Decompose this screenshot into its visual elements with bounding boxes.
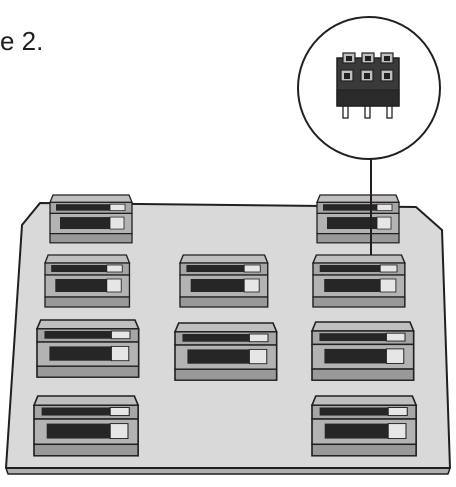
module-row2-right (312, 254, 406, 308)
module-top-right (316, 194, 400, 244)
module-row3-right (311, 321, 415, 382)
caption-fragment: e 2. (0, 26, 44, 56)
magnifier-callout (297, 16, 441, 160)
module-row3-left (36, 319, 140, 379)
module-bottom-left (33, 395, 139, 457)
module-row3-center (174, 322, 278, 382)
module-row2-left (44, 254, 131, 308)
module-row2-center (179, 254, 269, 308)
module-top-left (49, 194, 133, 244)
module-bottom-right (311, 395, 417, 457)
header-connector-icon (336, 52, 400, 119)
